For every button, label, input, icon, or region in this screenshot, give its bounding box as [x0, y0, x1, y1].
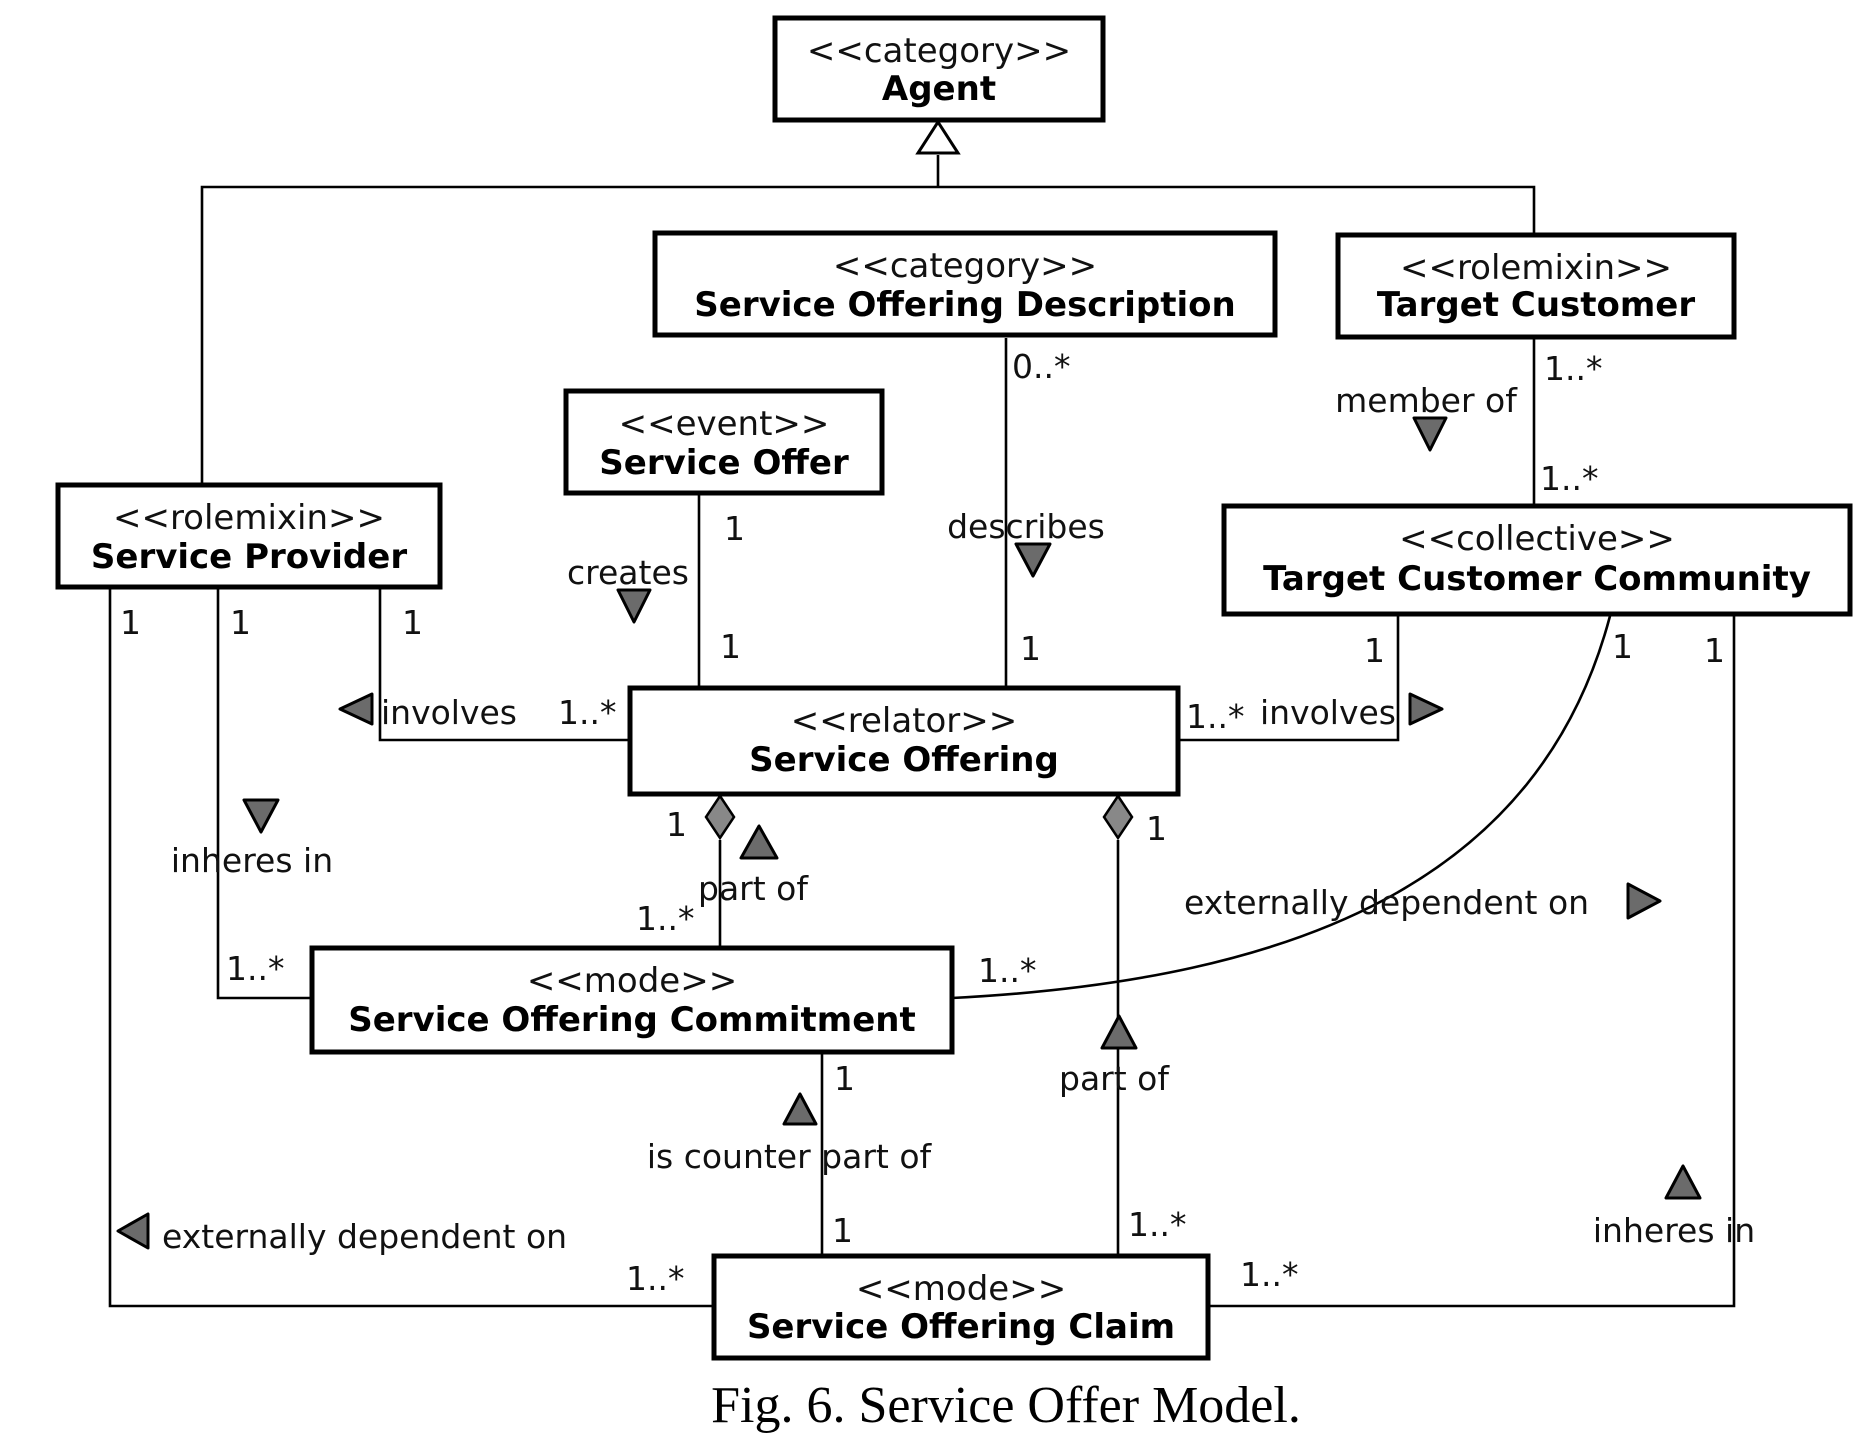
stereotype-label: <<mode>>	[856, 1269, 1066, 1309]
inheres-in-commitment-direction-icon	[242, 798, 280, 834]
generalization-arrowhead	[915, 119, 961, 155]
class-service-offering-description: <<category>> Service Offering Descriptio…	[652, 230, 1278, 338]
multiplicity-label: 1	[832, 1211, 853, 1250]
class-name: Service Provider	[91, 537, 407, 577]
composition-diamond-claim	[1102, 793, 1134, 841]
class-service-offering: <<relator>> Service Offering	[627, 685, 1181, 797]
multiplicity-label: 1	[1020, 629, 1041, 668]
multiplicity-label: 1..*	[1128, 1205, 1186, 1244]
externally-dependent-community-direction-icon	[1626, 882, 1662, 920]
multiplicity-label: 1..*	[1544, 349, 1602, 388]
class-name: Service Offering Claim	[747, 1307, 1175, 1347]
multiplicity-label: 1	[1364, 631, 1385, 670]
relation-label-externally-dependent-provider: externally dependent on	[162, 1217, 567, 1256]
stereotype-label: <<event>>	[619, 404, 830, 444]
figure-caption: Fig. 6. Service Offer Model.	[711, 1377, 1301, 1434]
involves-provider-direction-icon	[338, 692, 374, 726]
class-service-offer: <<event>> Service Offer	[563, 388, 885, 496]
externally-dependent-provider-connector	[108, 588, 714, 1308]
class-name: Service Offering Description	[694, 285, 1235, 325]
class-service-provider: <<rolemixin>> Service Provider	[55, 482, 443, 590]
multiplicity-label: 1..*	[626, 1259, 684, 1298]
involves-community-connector	[1178, 616, 1400, 742]
multiplicity-label: 1..*	[1240, 1255, 1298, 1294]
class-service-offering-claim: <<mode>> Service Offering Claim	[711, 1253, 1211, 1361]
describes-direction-icon	[1014, 542, 1052, 578]
class-target-customer: <<rolemixin>> Target Customer	[1335, 232, 1737, 340]
multiplicity-label: 1	[1704, 631, 1725, 670]
stereotype-label: <<mode>>	[527, 961, 737, 1001]
part-of-commitment-direction-icon	[739, 824, 779, 860]
class-agent: <<category>> Agent	[772, 15, 1106, 123]
inheres-in-claim-connector	[1208, 616, 1736, 1308]
multiplicity-label: 1	[666, 805, 687, 844]
involves-provider-connector	[378, 588, 630, 742]
multiplicity-label: 1	[120, 603, 141, 642]
class-name: Service Offering	[749, 740, 1059, 780]
counter-part-direction-icon	[782, 1092, 818, 1126]
generalization-connector	[200, 185, 1536, 485]
relation-label-involves-provider: involves	[381, 693, 517, 732]
multiplicity-label: 1	[834, 1059, 855, 1098]
inheres-in-commitment-connector	[216, 588, 312, 1000]
stereotype-label: <<rolemixin>>	[113, 498, 385, 538]
multiplicity-label: 1	[230, 603, 251, 642]
class-name: Target Customer Community	[1263, 559, 1811, 599]
multiplicity-label: 1	[1612, 627, 1633, 666]
multiplicity-label: 1	[720, 627, 741, 666]
class-service-offering-commitment: <<mode>> Service Offering Commitment	[309, 945, 955, 1055]
stereotype-label: <<relator>>	[791, 701, 1018, 741]
multiplicity-label: 1	[1146, 809, 1167, 848]
involves-community-direction-icon	[1408, 692, 1444, 726]
multiplicity-label: 1	[402, 603, 423, 642]
relation-label-is-counter-part-of: is counter part of	[647, 1137, 933, 1176]
multiplicity-label: 1..*	[226, 949, 284, 988]
inheres-in-claim-direction-icon	[1664, 1164, 1702, 1200]
relation-label-involves-community: involves	[1260, 693, 1396, 732]
member-of-direction-icon	[1412, 416, 1448, 452]
multiplicity-label: 1..*	[978, 951, 1036, 990]
multiplicity-label: 0..*	[1012, 347, 1070, 386]
relation-label-part-of-claim: part of	[1059, 1059, 1170, 1098]
multiplicity-label: 1..*	[636, 899, 694, 938]
relation-label-creates: creates	[567, 553, 689, 592]
creates-direction-icon	[616, 588, 652, 624]
class-target-customer-community: <<collective>> Target Customer Community	[1221, 503, 1853, 617]
relation-label-part-of-commitment: part of	[698, 869, 809, 908]
relation-label-inheres-in-claim: inheres in	[1593, 1211, 1755, 1250]
class-name: Agent	[882, 69, 996, 109]
multiplicity-label: 1..*	[1186, 697, 1244, 736]
stereotype-label: <<category>>	[833, 246, 1097, 286]
stereotype-label: <<category>>	[807, 31, 1071, 71]
multiplicity-label: 1..*	[558, 693, 616, 732]
class-name: Target Customer	[1377, 285, 1696, 325]
class-name: Service Offer	[599, 443, 849, 483]
externally-dependent-community-connector	[951, 615, 1612, 1000]
externally-dependent-provider-direction-icon	[116, 1212, 150, 1250]
stereotype-label: <<rolemixin>>	[1400, 248, 1672, 288]
composition-diamond-commitment	[704, 793, 736, 841]
stereotype-label: <<collective>>	[1399, 519, 1675, 559]
relation-label-inheres-in-commitment: inheres in	[171, 841, 333, 880]
multiplicity-label: 1..*	[1540, 459, 1598, 498]
relation-label-externally-dependent-community: externally dependent on	[1184, 883, 1589, 922]
multiplicity-label: 1	[724, 509, 745, 548]
relation-label-member-of: member of	[1335, 381, 1518, 420]
relation-label-describes: describes	[947, 507, 1105, 546]
part-of-claim-direction-icon	[1100, 1014, 1138, 1050]
class-name: Service Offering Commitment	[348, 1000, 916, 1040]
